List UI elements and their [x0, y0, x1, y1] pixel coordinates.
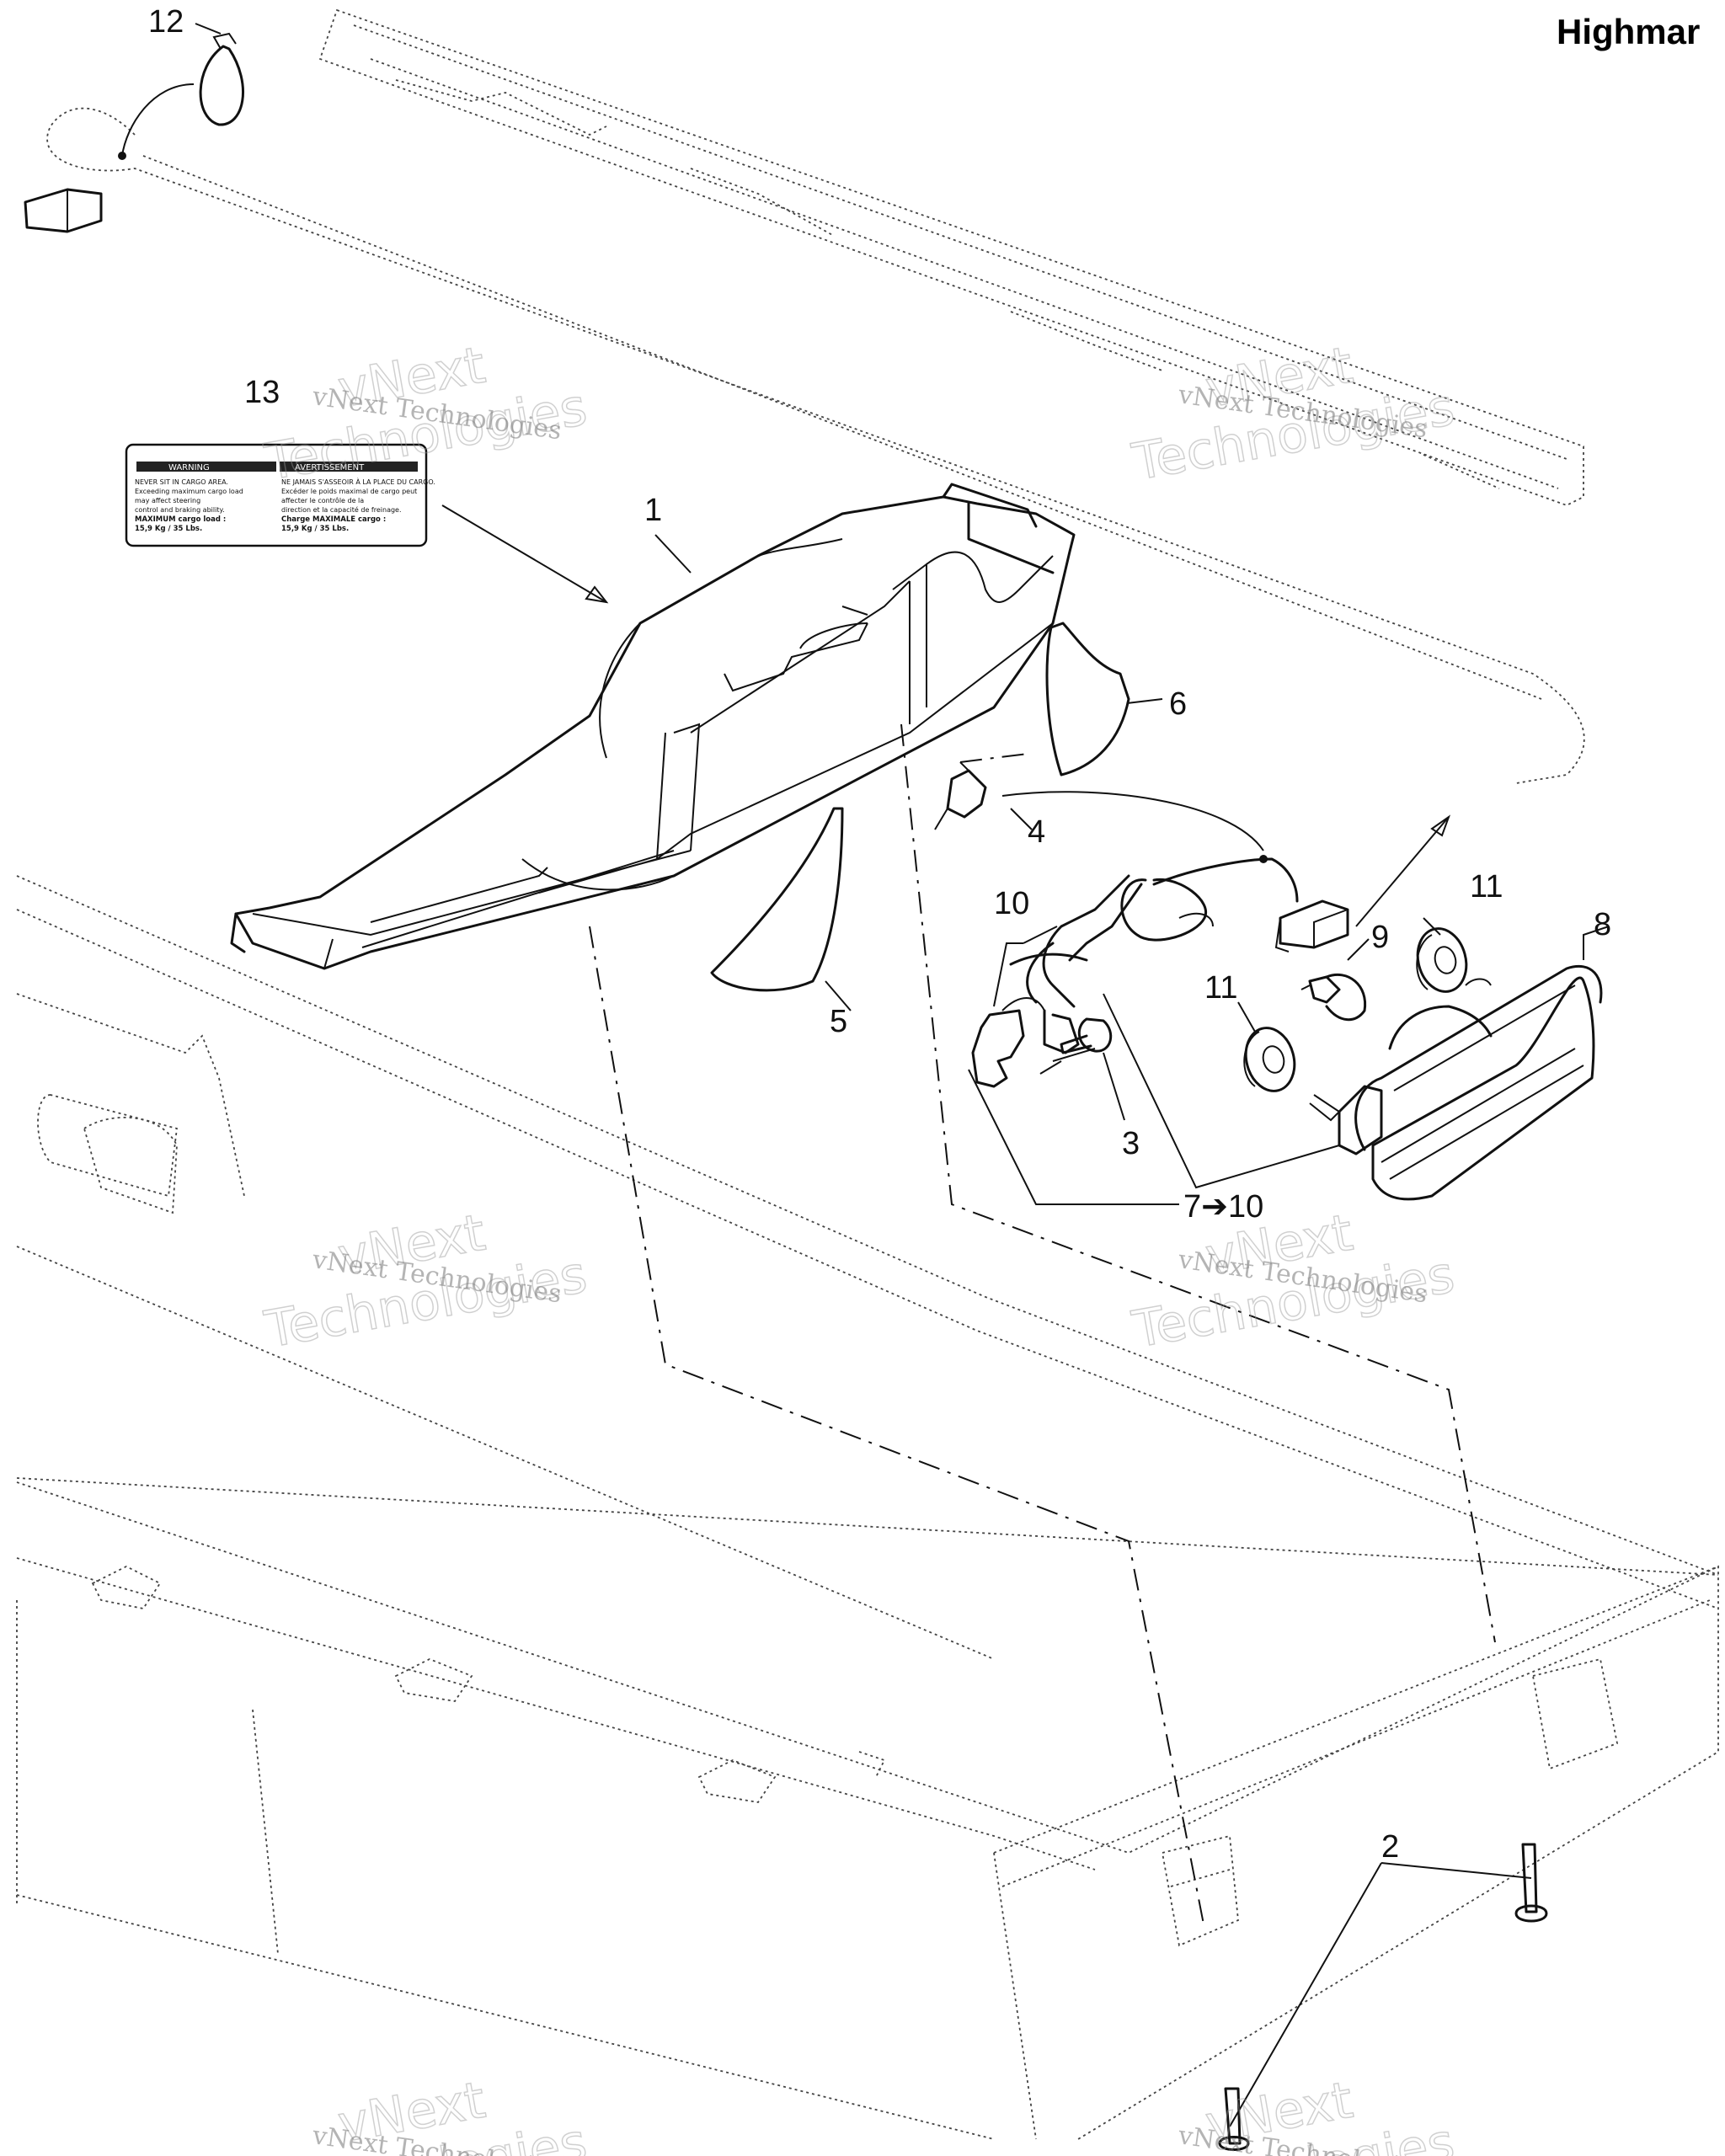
callouts: 12 13 1 6 4 10 9 11 8 11 5 3 7➔10 2 [148, 4, 1611, 1865]
callout-10: 10 [994, 886, 1029, 921]
diagram-title: Highmar [1557, 12, 1700, 51]
top-rail-ghost [46, 8, 1585, 784]
grommet-part-11-upper [1416, 927, 1468, 993]
label-heading-left: WARNING [168, 463, 210, 472]
tunnel-ghost [16, 875, 1719, 2140]
callout-6: 6 [1169, 686, 1187, 722]
label-line: 15,9 Kg / 35 Lbs. [281, 525, 349, 533]
label-line: direction et la capacité de freinage. [281, 505, 402, 514]
rivet-part-2 [1218, 1843, 1548, 2151]
callout-7-10: 7➔10 [1183, 1189, 1263, 1225]
label-line: Exceeding maximum cargo load [135, 488, 243, 495]
label-line: MAXIMUM cargo load : [135, 515, 226, 524]
callout-8: 8 [1594, 907, 1611, 942]
callout-4: 4 [1028, 814, 1045, 850]
assembly-lines [589, 723, 1496, 1929]
watermarks: vNext Technologies vNext Technologies vN… [259, 335, 1459, 2156]
callout-11-upper: 11 [1470, 869, 1503, 905]
callout-3: 3 [1122, 1126, 1140, 1161]
grommet-part-11-lower [1243, 1027, 1296, 1092]
cargo-carrier-part-1 [230, 483, 1076, 970]
tail-light-part-8 [1309, 964, 1603, 1201]
label-line: NE JAMAIS S'ASSEOIR À LA PLACE DU CARGO. [281, 477, 435, 486]
callout-9: 9 [1371, 920, 1389, 955]
label-heading-right: AVERTISSEMENT [295, 463, 365, 472]
side-panel-part-6 [1045, 622, 1130, 776]
screw-part-3 [1052, 1017, 1113, 1062]
label-line: may affect steering [135, 497, 200, 504]
warning-label-part-13: WARNING AVERTISSEMENT NEVER SIT IN CARGO… [125, 443, 435, 547]
wire-clip-part-4 [934, 761, 987, 830]
callout-11-lower: 11 [1204, 970, 1237, 1006]
label-line: 15,9 Kg / 35 Lbs. [135, 525, 202, 533]
label-line: Excéder le poids maximal de cargo peut [281, 487, 417, 495]
side-panel-part-5 [710, 807, 844, 992]
callout-1: 1 [644, 493, 662, 528]
callout-2: 2 [1381, 1829, 1399, 1865]
wiring-harness [971, 791, 1349, 1088]
label-line: NEVER SIT IN CARGO AREA. [135, 478, 228, 486]
label-line: Charge MAXIMALE cargo : [281, 515, 386, 524]
bulb-part-9 [1300, 973, 1367, 1022]
label-line: affecter le contrôle de la [281, 496, 364, 504]
callout-5: 5 [830, 1004, 847, 1039]
leader-lines [195, 23, 1610, 2127]
label-line: control and braking ability. [135, 506, 225, 514]
callout-13: 13 [244, 375, 280, 410]
cable-tie-part-12 [24, 32, 245, 233]
callout-12: 12 [148, 4, 184, 40]
